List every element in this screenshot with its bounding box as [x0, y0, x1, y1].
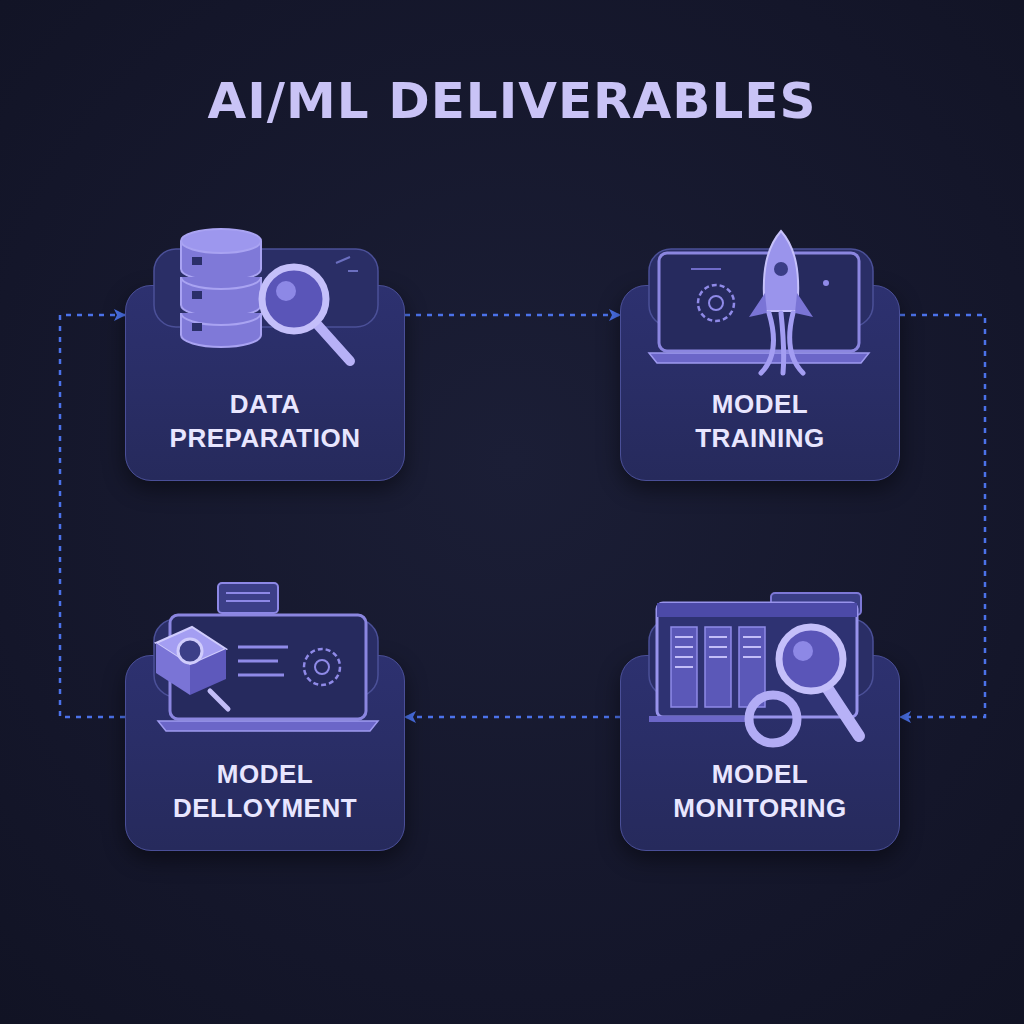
- flow-connector: [405, 716, 620, 719]
- stage-label: MODEL DELLOYMENT: [163, 758, 368, 826]
- flow-connector: [405, 314, 620, 317]
- stage-icon: [621, 581, 901, 756]
- stage-card: MODEL DELLOYMENT: [125, 655, 405, 851]
- flow-connector: [900, 315, 985, 717]
- stage-card: DATA PREPARATION: [125, 285, 405, 481]
- stage-icon: [126, 581, 406, 756]
- flow-connector: [60, 315, 125, 717]
- stage-icon: [126, 211, 406, 386]
- stage-label: MODEL TRAINING: [658, 388, 863, 456]
- stage-label: MODEL MONITORING: [658, 758, 863, 826]
- stage-card: MODEL TRAINING: [620, 285, 900, 481]
- stage-icon: [621, 211, 901, 386]
- diagram-title: AI/ML DELIVERABLES: [0, 72, 1024, 130]
- stage-card: MODEL MONITORING: [620, 655, 900, 851]
- stage-label: DATA PREPARATION: [163, 388, 368, 456]
